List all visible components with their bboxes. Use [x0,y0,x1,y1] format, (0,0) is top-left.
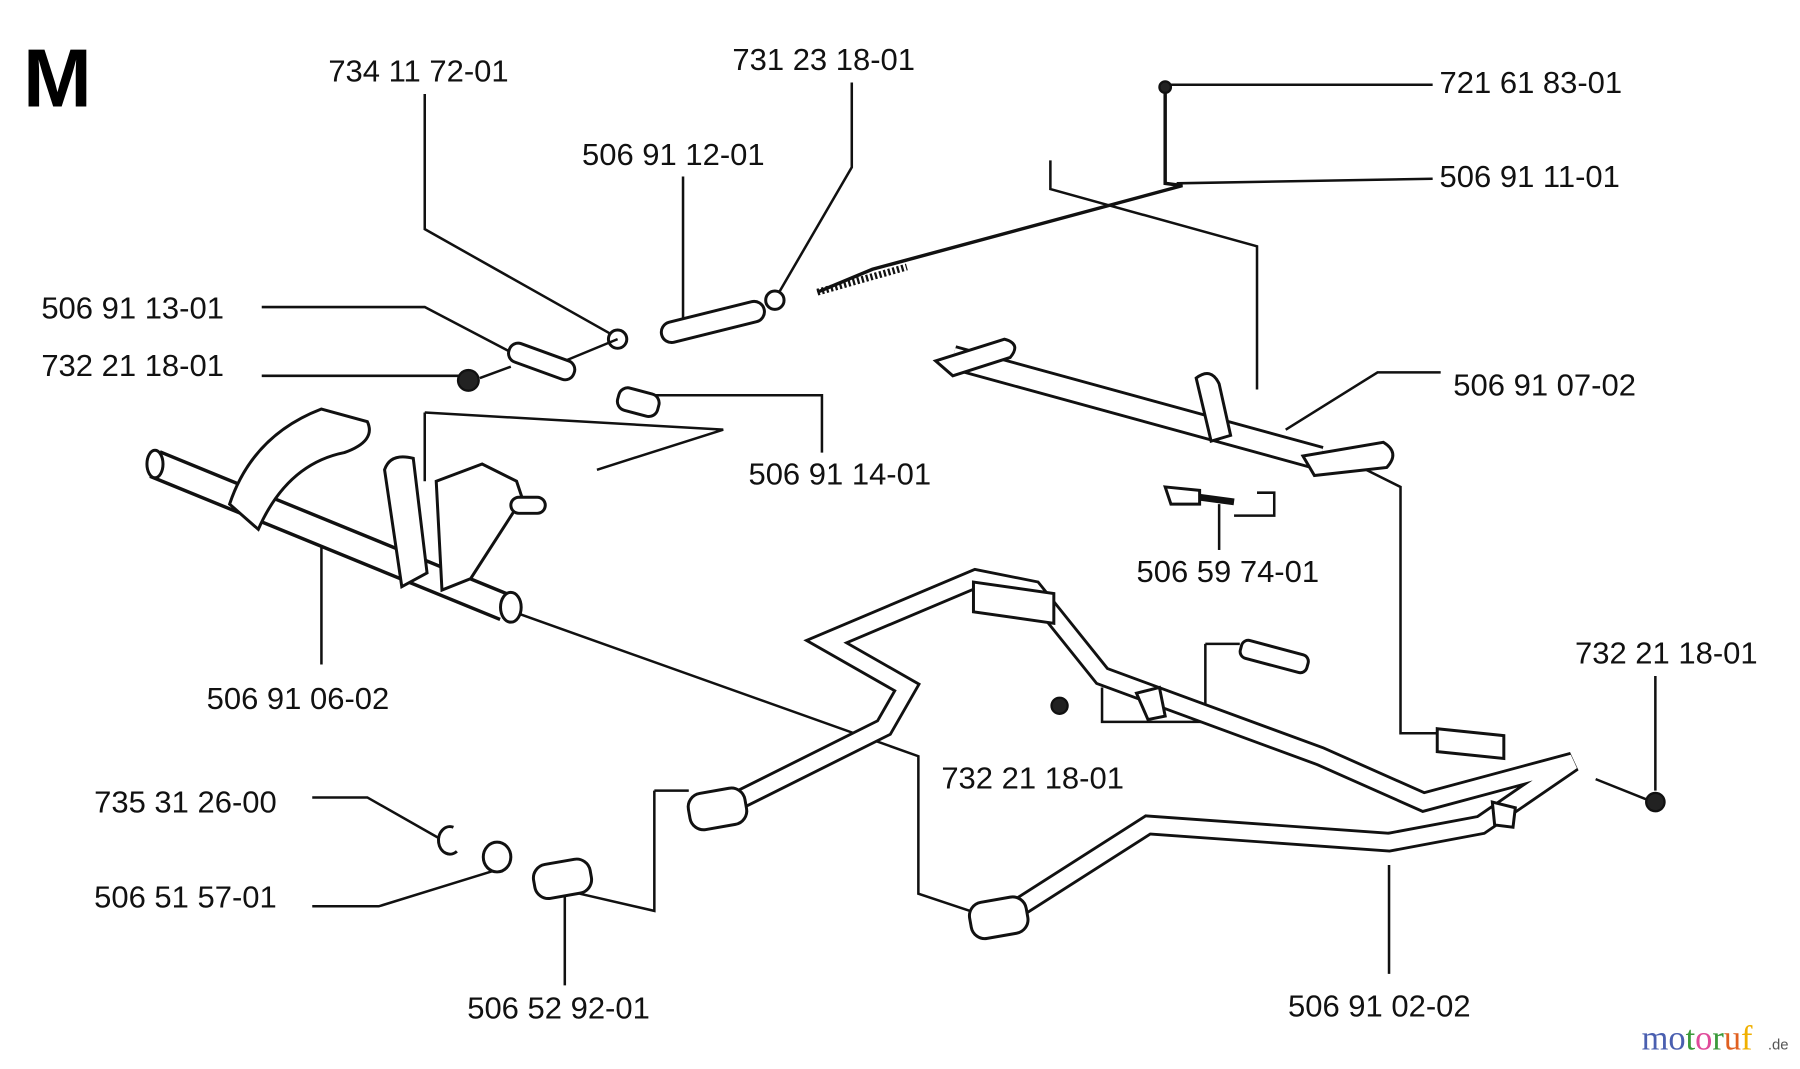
part-label: 506 91 14-01 [748,457,931,492]
part-label: 732 21 18-01 [1575,635,1758,670]
part-label: 732 21 18-01 [941,760,1124,795]
svg-text:motoruf: motoruf [1642,1020,1753,1058]
part-label: 506 51 57-01 [94,879,277,914]
part-label: 506 91 13-01 [41,291,224,326]
leader-lines [261,82,1657,986]
part-label: 734 11 72-01 [328,53,508,88]
part-label: 506 91 07-02 [1453,367,1636,402]
part-label: 506 91 02-02 [1288,988,1471,1023]
part-label: 731 23 18-01 [732,42,915,77]
part-label: 506 52 92-01 [467,991,650,1026]
part-label: 735 31 26-00 [94,784,277,819]
part-label: 506 59 74-01 [1136,554,1319,589]
part-labels: 734 11 72-01 731 23 18-01 721 61 83-01 5… [41,42,1757,1026]
section-letter: M [23,33,92,125]
parts [145,80,1666,941]
motoruf-watermark-logo: motoruf .de [1642,1020,1789,1058]
part-label: 721 61 83-01 [1440,65,1623,100]
part-label: 732 21 18-01 [41,348,224,383]
part-label: 506 91 11-01 [1440,159,1620,194]
part-label: 506 91 06-02 [207,681,390,716]
part-label: 506 91 12-01 [582,137,765,172]
svg-text:.de: .de [1768,1038,1789,1054]
